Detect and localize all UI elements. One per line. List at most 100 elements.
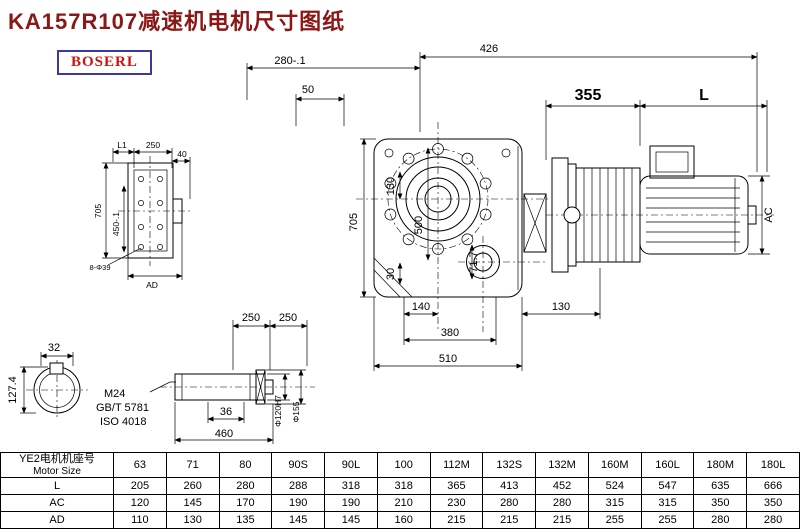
dim-L: L [699, 87, 709, 104]
cell: 230 [429, 494, 484, 512]
cell: 280 [746, 511, 800, 529]
cell: 215 [482, 511, 537, 529]
cell: 145 [324, 511, 378, 529]
gearbox-front-view [373, 138, 523, 298]
cell: 190 [324, 494, 378, 512]
dim-32: 32 [48, 342, 60, 354]
label-gbt: GB/T 5781 [96, 402, 149, 414]
motor-side-view [523, 145, 757, 273]
cell: 190 [271, 494, 326, 512]
shaft-end-view [33, 362, 81, 414]
dim-71-7: 71.7 [468, 251, 480, 272]
row-label-AD: AD [0, 511, 114, 529]
dim-AC: AC [763, 207, 775, 222]
bolt-holes [384, 143, 492, 255]
dim-355: 355 [575, 87, 602, 104]
size-col-90L: 90L [324, 452, 378, 478]
cell: 635 [693, 477, 748, 495]
size-col-63: 63 [113, 452, 167, 478]
cell: 350 [746, 494, 800, 512]
size-col-160M: 160M [587, 452, 642, 478]
dim-450: 450-.1 [111, 212, 121, 236]
cell: 280 [693, 511, 748, 529]
cell: 135 [218, 511, 273, 529]
motor-spec-table: YE2电机机座号 Motor Size 63 71 80 90S 90L 100… [0, 452, 800, 529]
size-col-80: 80 [218, 452, 273, 478]
row-label-AC: AC [0, 494, 114, 512]
cell: 318 [376, 477, 431, 495]
dim-130: 130 [385, 177, 397, 195]
table-row-AD: AD 110 130 135 145 145 160 215 215 215 2… [0, 511, 800, 529]
cell: 145 [271, 511, 326, 529]
dim-130b: 130 [552, 301, 570, 313]
cell: 524 [587, 477, 642, 495]
cell: 215 [535, 511, 589, 529]
cell: 160 [376, 511, 431, 529]
cell: 210 [376, 494, 431, 512]
cell: 350 [693, 494, 748, 512]
dim-d120: Φ120H7 [273, 395, 283, 427]
cell: 280 [218, 477, 273, 495]
dim-500: 500 [413, 216, 425, 234]
dim-280: 280-.1 [274, 55, 305, 67]
cell: 280 [535, 494, 589, 512]
cell: 413 [482, 477, 537, 495]
dimension-lines [20, 52, 770, 444]
cell: 120 [113, 494, 167, 512]
cell: 452 [535, 477, 589, 495]
dim-140: 140 [412, 301, 430, 313]
terminal-box [649, 145, 695, 179]
table-header-row: YE2电机机座号 Motor Size 63 71 80 90S 90L 100… [0, 452, 800, 478]
cell: 145 [165, 494, 220, 512]
size-col-180M: 180M [693, 452, 748, 478]
dimension-labels: 280-.1 50 426 355 L 705 130 500 30 71.7 … [7, 43, 775, 440]
cell: 547 [640, 477, 695, 495]
input-shaft-circle [466, 245, 500, 279]
dim-250-left: 250 [146, 140, 160, 150]
table-row-L: L 205 260 280 288 318 318 365 413 452 52… [0, 477, 800, 495]
table-row-AC: AC 120 145 170 190 190 210 230 280 280 3… [0, 494, 800, 512]
size-col-100: 100 [376, 452, 431, 478]
cell: 130 [165, 511, 220, 529]
row-label-L: L [0, 477, 114, 495]
technical-drawing: 280-.1 50 426 355 L 705 130 500 30 71.7 … [7, 43, 775, 444]
cell: 215 [429, 511, 484, 529]
dim-510: 510 [439, 353, 457, 365]
size-col-90S: 90S [271, 452, 326, 478]
size-col-160L: 160L [640, 452, 695, 478]
cell: 315 [640, 494, 695, 512]
dim-50: 50 [302, 84, 314, 96]
dim-705: 705 [348, 213, 360, 231]
size-col-180L: 180L [746, 452, 800, 478]
dim-40: 40 [177, 149, 187, 159]
dim-380: 380 [441, 327, 459, 339]
shaft-detail-view [174, 369, 274, 405]
dim-36: 36 [220, 406, 232, 418]
cell: 318 [324, 477, 378, 495]
page-title: KA157R107减速机电机尺寸图纸 [8, 9, 346, 34]
cell: 260 [165, 477, 220, 495]
output-shaft-bore [424, 185, 452, 213]
size-col-132S: 132S [482, 452, 537, 478]
label-m24: M24 [104, 388, 125, 400]
cell: 288 [271, 477, 326, 495]
label-iso: ISO 4018 [100, 416, 146, 428]
dim-705-left: 705 [93, 204, 103, 218]
motor-size-header: YE2电机机座号 Motor Size [0, 452, 114, 478]
size-col-132M: 132M [535, 452, 589, 478]
size-col-112M: 112M [429, 452, 484, 478]
dim-250a: 250 [242, 312, 260, 324]
gearbox-housing [373, 138, 523, 298]
motor-size-header-en: Motor Size [33, 466, 81, 477]
cell: 205 [113, 477, 167, 495]
left-flange-view [127, 162, 183, 259]
cell: 280 [482, 494, 537, 512]
dim-30: 30 [385, 268, 397, 280]
dim-127-4: 127.4 [7, 376, 19, 404]
cell: 365 [429, 477, 484, 495]
coupling-adapter [523, 193, 547, 253]
cell: 315 [587, 494, 642, 512]
dim-holes: 8-Φ39 [90, 263, 111, 272]
motor-size-header-cn: YE2电机机座号 [19, 453, 95, 466]
